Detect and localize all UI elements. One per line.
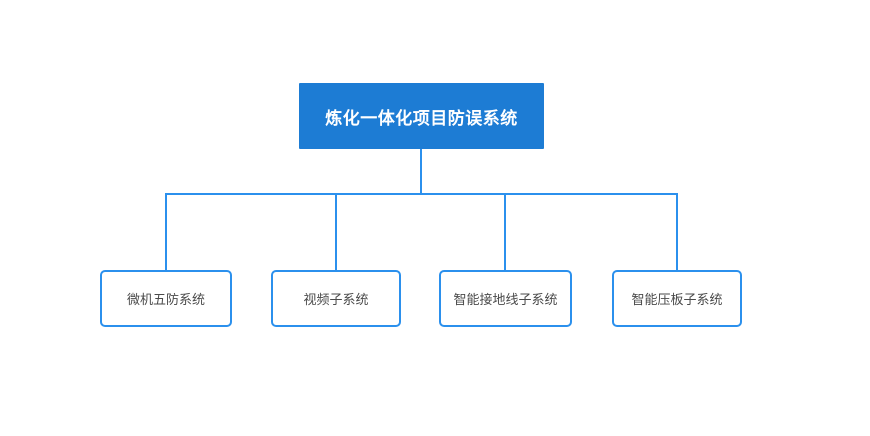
child-node-1-label: 微机五防系统 bbox=[126, 292, 205, 307]
child-node-1[interactable]: 微机五防系统 bbox=[100, 270, 232, 327]
connector-stem bbox=[420, 149, 422, 194]
child-node-4-label: 智能压板子系统 bbox=[631, 292, 723, 307]
child-node-3-label: 智能接地线子系统 bbox=[453, 292, 558, 307]
child-node-3[interactable]: 智能接地线子系统 bbox=[439, 270, 572, 327]
child-node-4[interactable]: 智能压板子系统 bbox=[612, 270, 742, 327]
root-node[interactable]: 炼化一体化项目防误系统 bbox=[299, 83, 544, 149]
connector-drop-1 bbox=[165, 193, 167, 271]
connector-drop-2 bbox=[335, 193, 337, 271]
connector-cross-bar bbox=[165, 193, 678, 195]
root-node-label: 炼化一体化项目防误系统 bbox=[325, 108, 518, 128]
connector-drop-3 bbox=[504, 193, 506, 271]
child-node-2-label: 视频子系统 bbox=[303, 292, 369, 307]
connector-drop-4 bbox=[676, 193, 678, 271]
child-node-2[interactable]: 视频子系统 bbox=[271, 270, 401, 327]
